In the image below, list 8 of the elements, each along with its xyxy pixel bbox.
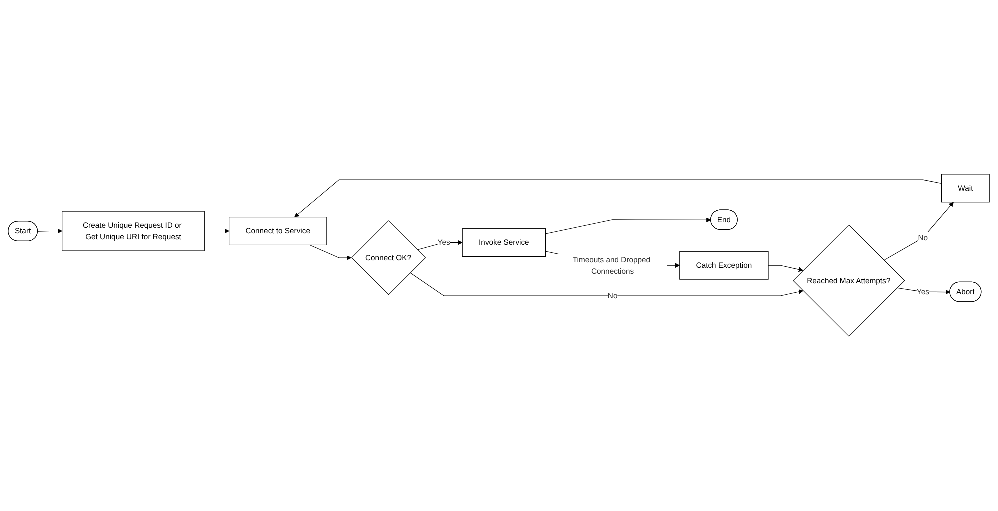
- arrow: [545, 218, 712, 234]
- arrow: [310, 244, 352, 260]
- arrow: [410, 272, 804, 296]
- arrow: [884, 202, 954, 261]
- arrow: [768, 265, 804, 272]
- arrow: [38, 228, 63, 234]
- arrow: [294, 180, 942, 218]
- arrow: [204, 228, 230, 234]
